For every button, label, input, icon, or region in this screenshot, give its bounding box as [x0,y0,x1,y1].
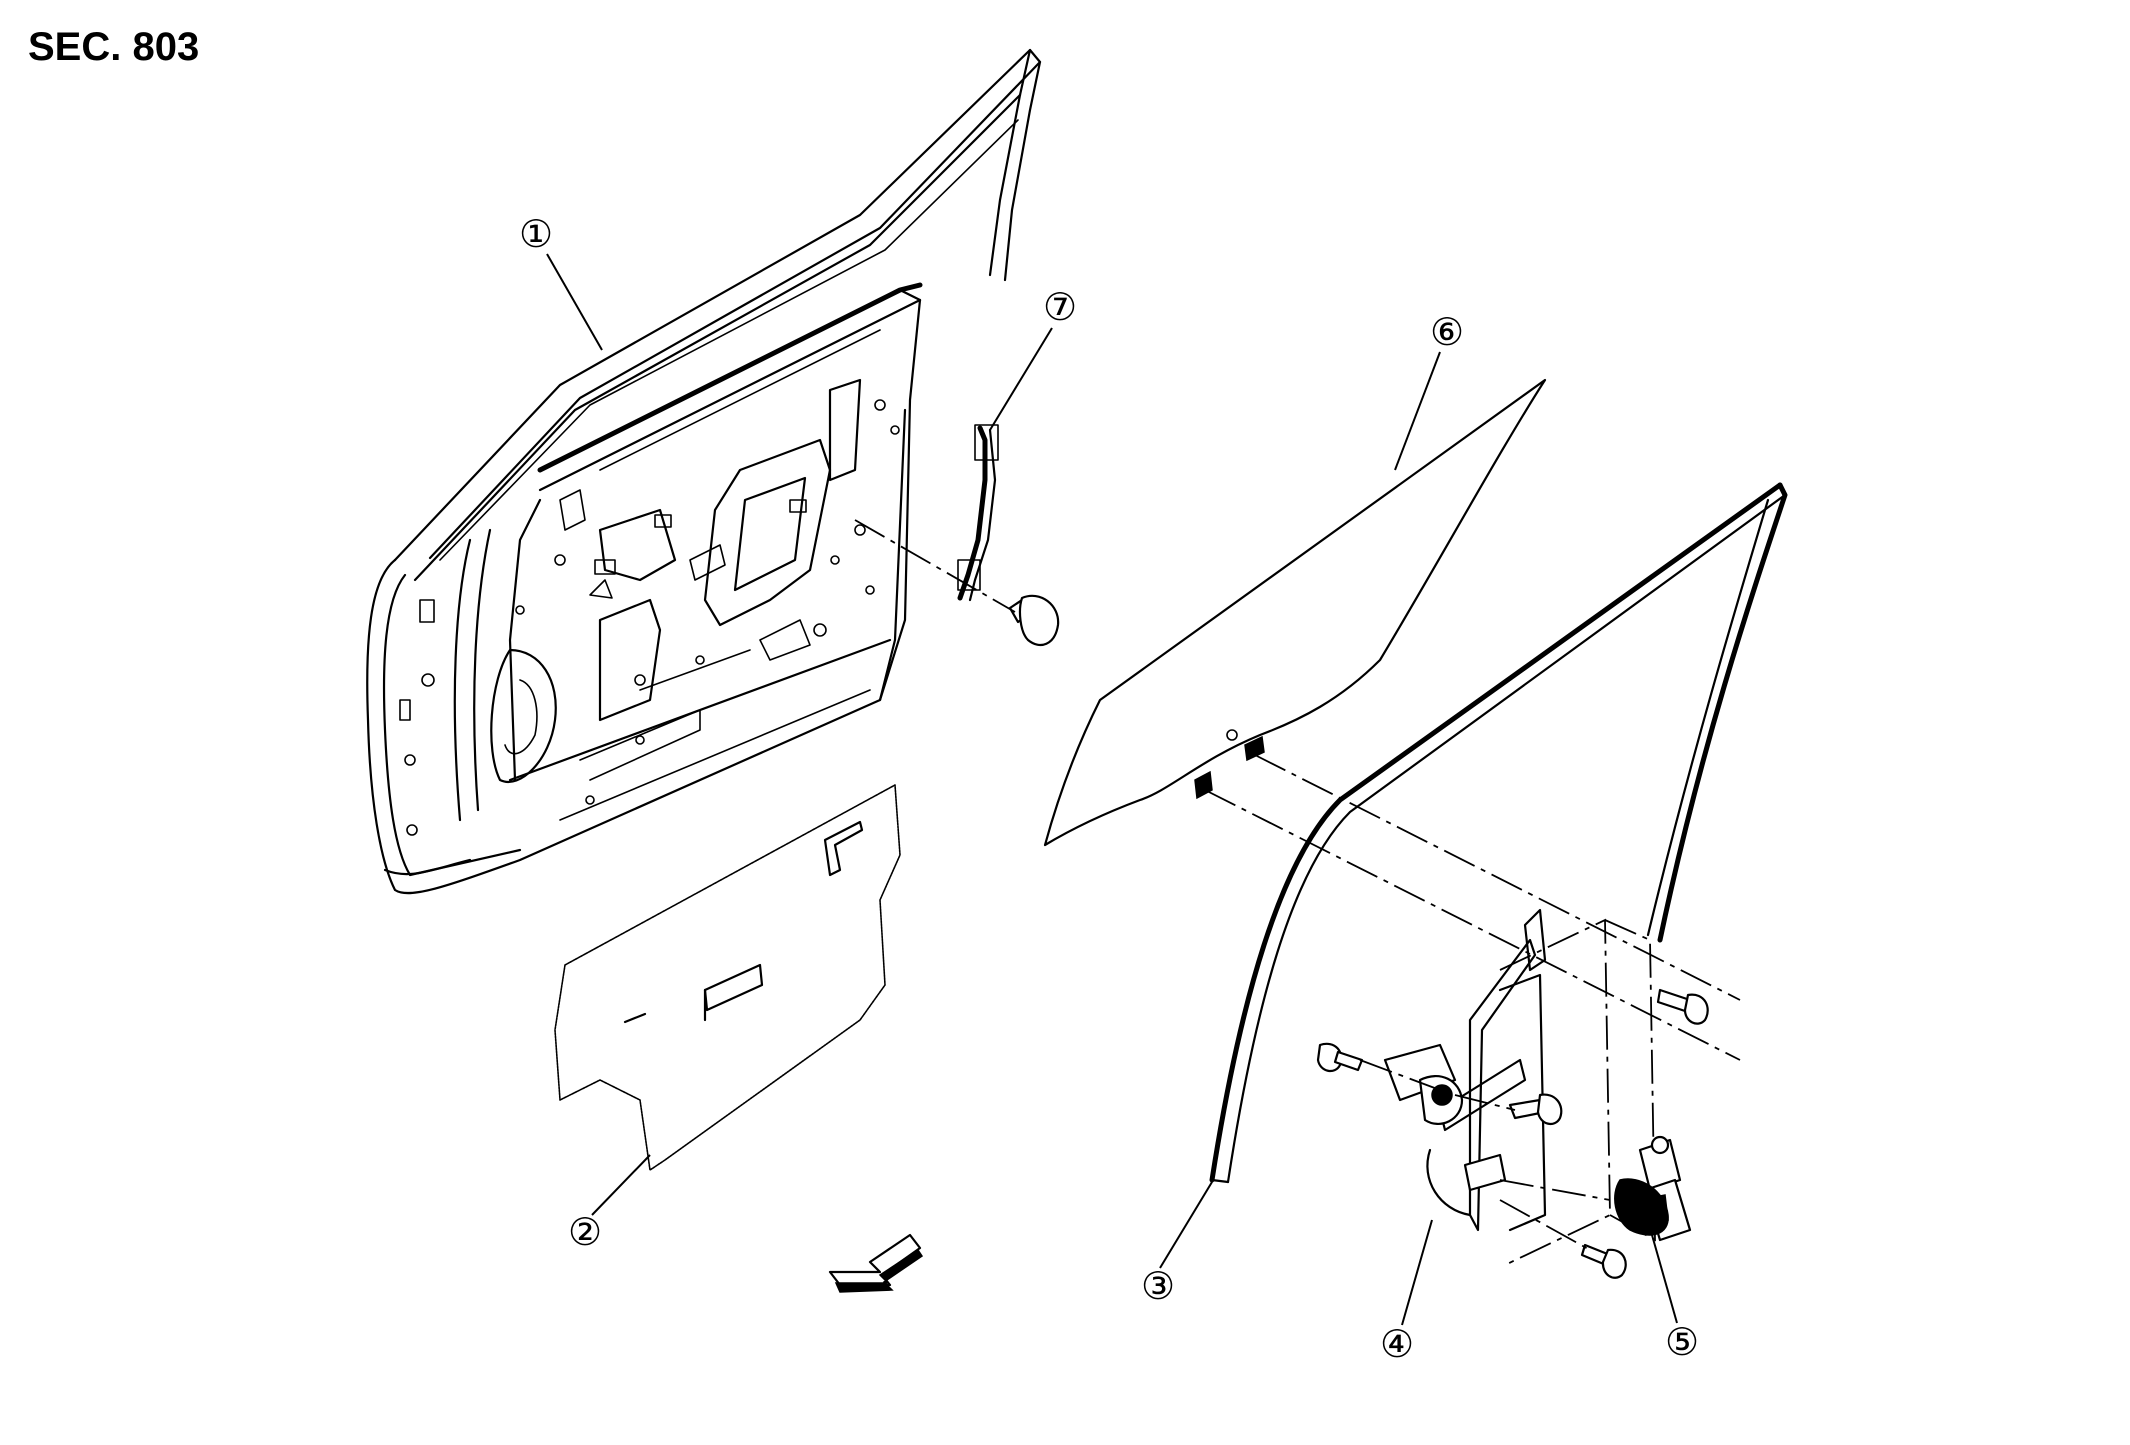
callout-3-leader [1159,1181,1213,1269]
callout-1-label: ① [519,214,553,256]
callout-5: ⑤ [1665,1322,1699,1364]
callout-7-leader [989,327,1053,431]
callout-7-label: ⑦ [1043,287,1077,329]
door-glass [1043,378,1741,1061]
front-lower-sash [854,424,1060,647]
callout-6-label: ⑥ [1430,312,1464,354]
callout-3-label: ③ [1141,1266,1175,1308]
section-label: SEC. 803 [28,25,199,69]
glass-run-rubber [1209,482,1788,1184]
sealing-screen [554,784,901,1171]
callout-7: ⑦ [1043,287,1077,329]
callout-1-leader [546,253,603,351]
callout-6-leader [1394,351,1441,471]
callout-2-label: ② [568,1212,602,1254]
callout-3: ③ [1141,1266,1175,1308]
callout-2-leader [591,1154,651,1216]
regulator-assembly [1316,908,1709,1279]
callout-5-label: ⑤ [1665,1322,1699,1364]
door-panel [366,48,1042,895]
front-direction-arrow-icon [828,1233,924,1293]
callout-4: ④ [1380,1324,1414,1366]
callout-6: ⑥ [1430,312,1464,354]
regulator-motor [1499,1135,1692,1242]
callout-1: ① [519,214,553,256]
callout-5-leader [1651,1234,1678,1324]
callout-4-leader [1401,1219,1433,1326]
callout-4-label: ④ [1380,1324,1414,1366]
callout-2: ② [568,1212,602,1254]
